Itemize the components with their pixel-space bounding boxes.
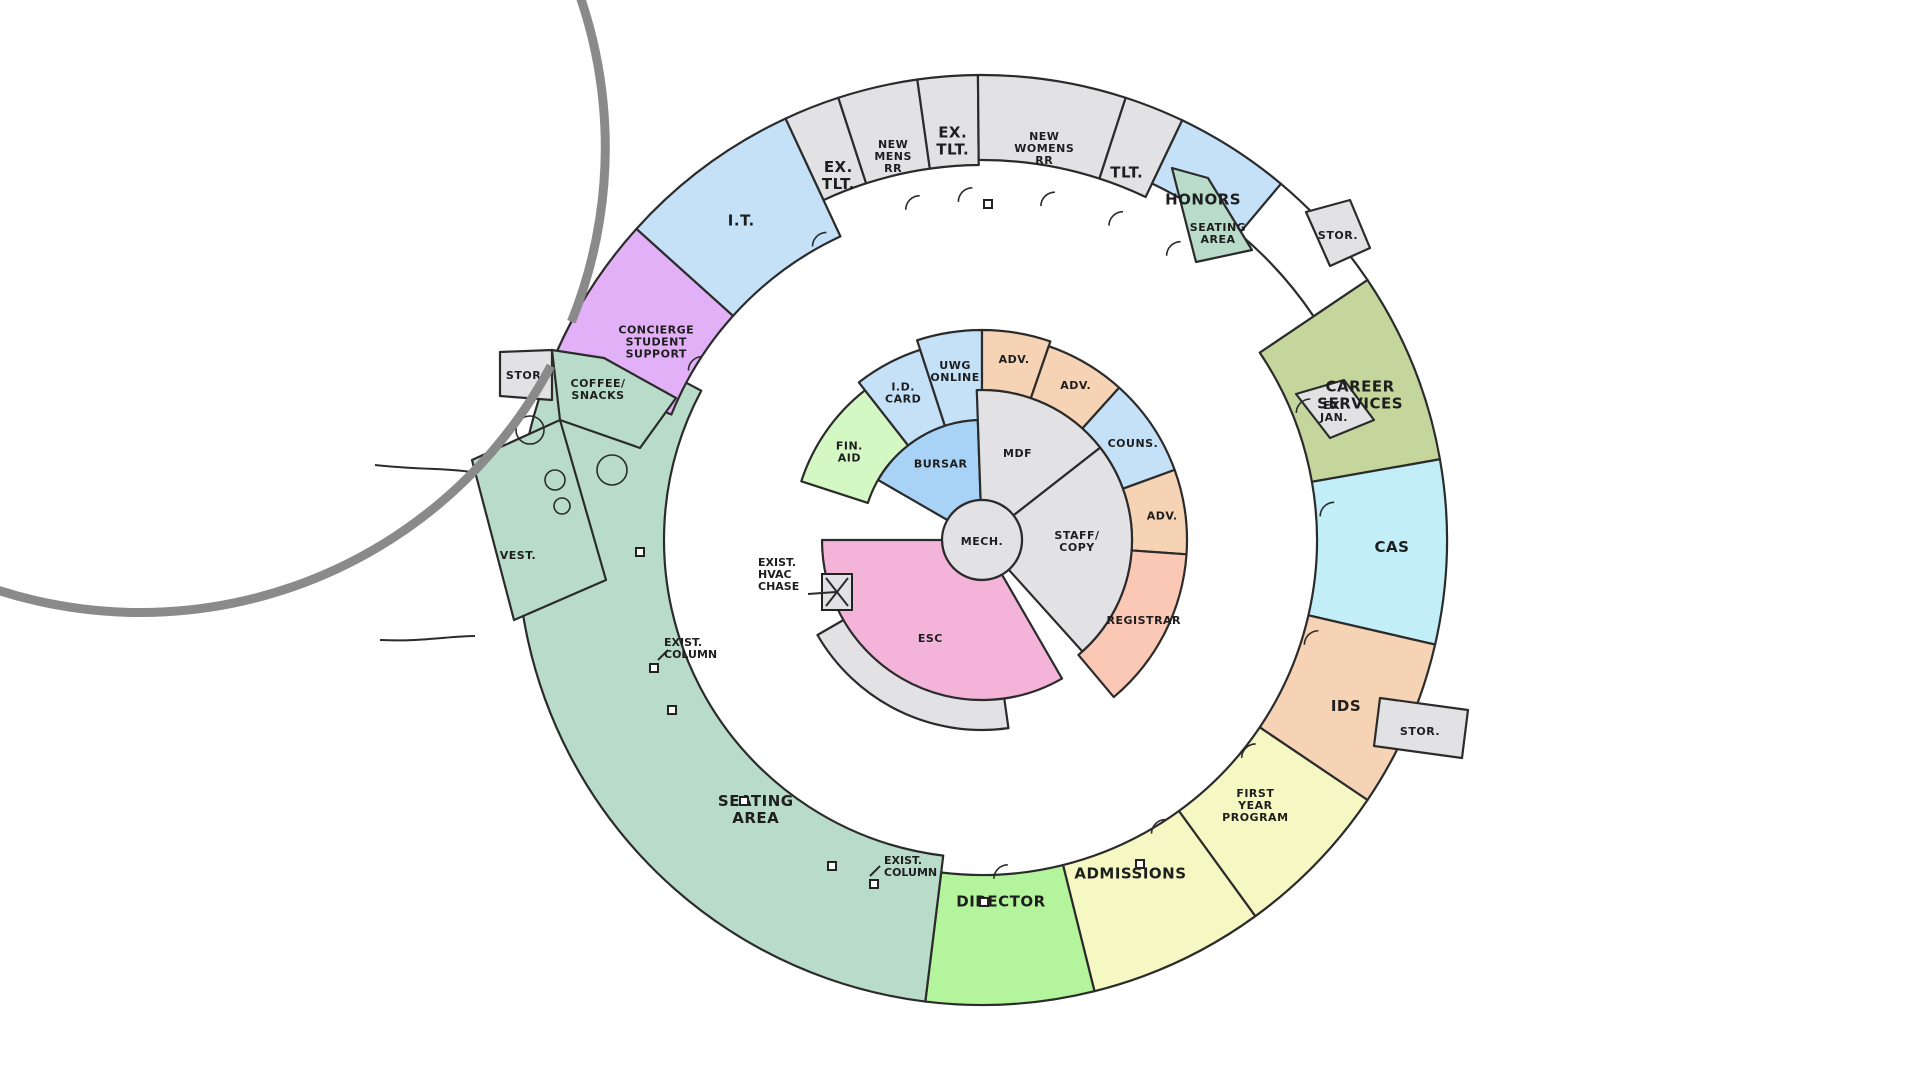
label-tlt: TLT. — [1110, 163, 1143, 181]
column-marker — [649, 663, 659, 673]
column-marker — [827, 861, 837, 871]
column-leader — [657, 649, 669, 661]
label-registrar: REGISTRAR — [1107, 614, 1182, 627]
room-ex-jan[interactable] — [1294, 378, 1376, 440]
hvac-leader — [807, 591, 837, 595]
exterior-walls — [0, 0, 1335, 879]
door-swing — [1240, 743, 1256, 758]
label-staff-copy: STAFF/COPY — [1054, 529, 1100, 554]
column-marker — [739, 796, 749, 806]
label-cas: CAS — [1374, 538, 1409, 556]
outer-ring-rooms — [515, 73, 1449, 1007]
label-adv-2: ADV. — [1060, 379, 1091, 392]
table-icon — [515, 415, 545, 445]
door-swing — [811, 231, 827, 247]
room-coffee-snacks[interactable] — [550, 348, 678, 450]
label-stor-right: STOR. — [1400, 725, 1440, 738]
column-leader — [869, 865, 881, 877]
door-swing — [1150, 818, 1166, 834]
column-marker — [979, 897, 989, 907]
column-marker — [1135, 859, 1145, 869]
column-marker — [635, 547, 645, 557]
label-honors: HONORS — [1165, 190, 1241, 208]
door-swing — [957, 187, 973, 202]
label-adv-3: ADV. — [1147, 510, 1178, 523]
sketch-details — [374, 199, 1145, 907]
column-marker — [667, 705, 677, 715]
label-it: I.T. — [728, 212, 755, 230]
room-vestibule[interactable] — [470, 418, 608, 622]
hvac-chase-cross — [825, 577, 849, 607]
room-it[interactable] — [635, 117, 842, 317]
door-swing — [904, 194, 920, 210]
column-marker — [869, 879, 879, 889]
door-swing — [1108, 210, 1124, 226]
middle-ring-rooms — [470, 166, 1470, 760]
table-icon — [596, 454, 628, 486]
column-note-2: EXIST.COLUMN — [884, 854, 937, 879]
room-ex-tlt-2[interactable] — [916, 73, 980, 170]
label-mech: MECH. — [961, 535, 1003, 548]
door-swing — [1165, 240, 1181, 256]
room-tlt[interactable] — [1098, 96, 1184, 199]
table-icon — [544, 469, 566, 491]
room-seating-area-small[interactable] — [1170, 166, 1254, 264]
label-vest: VEST. — [500, 549, 536, 562]
label-ids: IDS — [1331, 697, 1361, 715]
label-esc: ESC — [918, 632, 943, 645]
label-stor-top-right: STOR. — [1318, 229, 1358, 242]
column-marker — [983, 199, 993, 209]
label-id-card: I.D.CARD — [885, 381, 921, 406]
room-stor-top-right[interactable] — [1304, 198, 1372, 268]
label-stor-left: STOR. — [506, 369, 546, 382]
label-coffee-snacks: COFFEE/SNACKS — [571, 377, 626, 402]
door-swing — [1319, 501, 1335, 517]
label-bursar: BURSAR — [914, 457, 968, 470]
label-ex-tlt-1: EX.TLT. — [822, 158, 855, 193]
exterior-wall — [0, 0, 610, 618]
door-swing — [687, 355, 703, 371]
label-admissions: ADMISSIONS — [1074, 864, 1186, 882]
door-swing — [1303, 629, 1319, 645]
table-icon — [553, 497, 571, 515]
label-adv-1: ADV. — [999, 353, 1030, 366]
room-director[interactable] — [924, 863, 1096, 1007]
door-swing — [1295, 398, 1311, 414]
door-swing — [993, 863, 1008, 879]
label-mdf: MDF — [1003, 447, 1032, 460]
entry-line-bottom — [379, 635, 476, 642]
label-ex-tlt-2: EX.TLT. — [936, 124, 969, 159]
entry-line-top — [374, 464, 471, 473]
label-director: DIRECTOR — [956, 893, 1045, 911]
column-note-1: EXIST.COLUMN — [664, 636, 717, 661]
label-fin-aid: FIN.AID — [836, 440, 863, 465]
core-rooms — [800, 328, 1189, 732]
room-stor-right[interactable] — [1372, 696, 1470, 760]
label-couns: COUNS. — [1108, 437, 1159, 450]
door-swing — [1040, 191, 1055, 207]
label-ex-jan: EX.JAN. — [1319, 399, 1348, 424]
